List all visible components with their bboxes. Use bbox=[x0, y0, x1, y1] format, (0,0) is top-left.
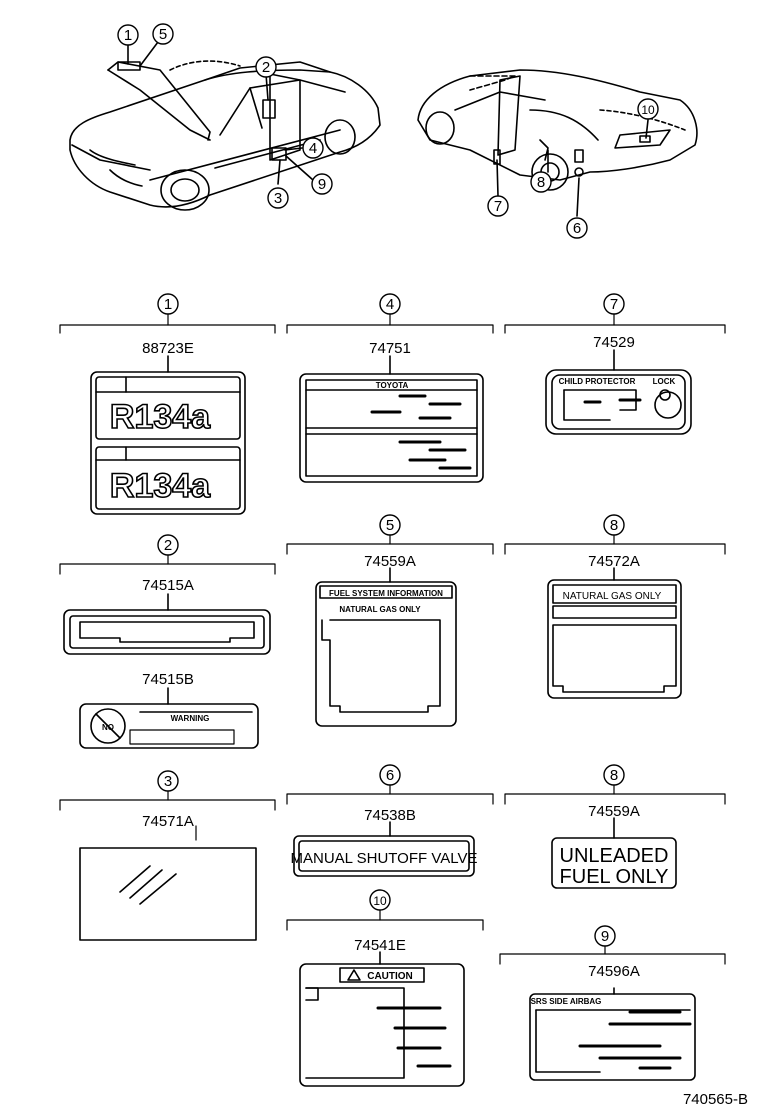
callout-10: 10 bbox=[641, 103, 655, 117]
section-4-callout: 4 bbox=[386, 296, 394, 313]
section-7-callout: 7 bbox=[610, 296, 618, 313]
label-74515a-drawing bbox=[63, 593, 271, 655]
rear-car-illustration bbox=[417, 69, 698, 217]
callout-6: 6 bbox=[573, 220, 581, 237]
section-9-callout: 9 bbox=[601, 928, 609, 945]
part-number-88723e: 88723E bbox=[142, 340, 194, 357]
section-2-callout: 2 bbox=[164, 537, 172, 554]
toyota-header: TOYOTA bbox=[376, 381, 409, 390]
manual-shutoff-valve-text: MANUAL SHUTOFF VALVE bbox=[291, 850, 478, 867]
callout-1: 1 bbox=[124, 27, 132, 44]
r134a-text-bottom: R134a bbox=[110, 467, 211, 505]
section-brackets bbox=[59, 313, 726, 965]
section-1-callout: 1 bbox=[164, 296, 172, 313]
callout-8: 8 bbox=[537, 174, 545, 191]
part-number-74572a: 74572A bbox=[588, 553, 640, 570]
callout-7: 7 bbox=[494, 198, 502, 215]
part-number-74559a-unleaded: 74559A bbox=[588, 803, 640, 820]
part-number-74559a: 74559A bbox=[364, 553, 416, 570]
callout-4: 4 bbox=[309, 140, 317, 157]
label-74559a-unleaded-drawing bbox=[551, 817, 677, 889]
label-74572a-drawing bbox=[547, 567, 682, 699]
fuel-only-line: FUEL ONLY bbox=[560, 866, 669, 888]
part-number-74515a: 74515A bbox=[142, 577, 194, 594]
label-74529-drawing bbox=[545, 349, 692, 435]
part-number-74541e: 74541E bbox=[354, 937, 406, 954]
callout-2: 2 bbox=[262, 59, 270, 76]
part-number-74529: 74529 bbox=[593, 334, 635, 351]
label-74541e-drawing bbox=[299, 951, 465, 1087]
srs-side-airbag-header: SRS SIDE AIRBAG bbox=[531, 997, 602, 1006]
label-74559a-drawing bbox=[315, 567, 457, 727]
callout-5: 5 bbox=[159, 26, 167, 43]
part-number-74538b: 74538B bbox=[364, 807, 416, 824]
unleaded-line: UNLEADED bbox=[560, 845, 669, 867]
front-car-illustration bbox=[69, 41, 381, 211]
part-number-74596a: 74596A bbox=[588, 963, 640, 980]
r134a-text-top: R134a bbox=[110, 398, 211, 436]
callout-9: 9 bbox=[318, 176, 326, 193]
caution-header: CAUTION bbox=[367, 971, 413, 982]
natural-gas-only-header: NATURAL GAS ONLY bbox=[563, 591, 662, 602]
natural-gas-only-sub: NATURAL GAS ONLY bbox=[339, 605, 421, 614]
label-74571a-drawing bbox=[79, 825, 257, 941]
part-number-74515b: 74515B bbox=[142, 671, 194, 688]
section-5-callout: 5 bbox=[386, 517, 394, 534]
drawing-id: 740565-B bbox=[683, 1091, 748, 1108]
lock-header: LOCK bbox=[653, 377, 676, 386]
label-88723e-drawing bbox=[90, 355, 246, 515]
label-74515b-drawing bbox=[79, 687, 259, 749]
part-number-74571a: 74571A bbox=[142, 813, 194, 830]
part-number-74751: 74751 bbox=[369, 340, 411, 357]
callout-3: 3 bbox=[274, 190, 282, 207]
no-symbol-text: NO bbox=[102, 723, 114, 732]
child-protector-header: CHILD PROTECTOR bbox=[559, 377, 636, 386]
section-10-callout: 10 bbox=[373, 894, 387, 908]
section-8b-callout: 8 bbox=[610, 767, 618, 784]
label-74538b-drawing bbox=[293, 821, 475, 877]
warning-text: WARNING bbox=[171, 714, 210, 723]
section-8-callout: 8 bbox=[610, 517, 618, 534]
label-74751-drawing bbox=[299, 355, 484, 483]
label-74596a-drawing bbox=[529, 987, 696, 1081]
section-3-callout: 3 bbox=[164, 773, 172, 790]
callout-circles bbox=[117, 23, 659, 947]
section-6-callout: 6 bbox=[386, 767, 394, 784]
fuel-system-header: FUEL SYSTEM INFORMATION bbox=[329, 589, 443, 598]
